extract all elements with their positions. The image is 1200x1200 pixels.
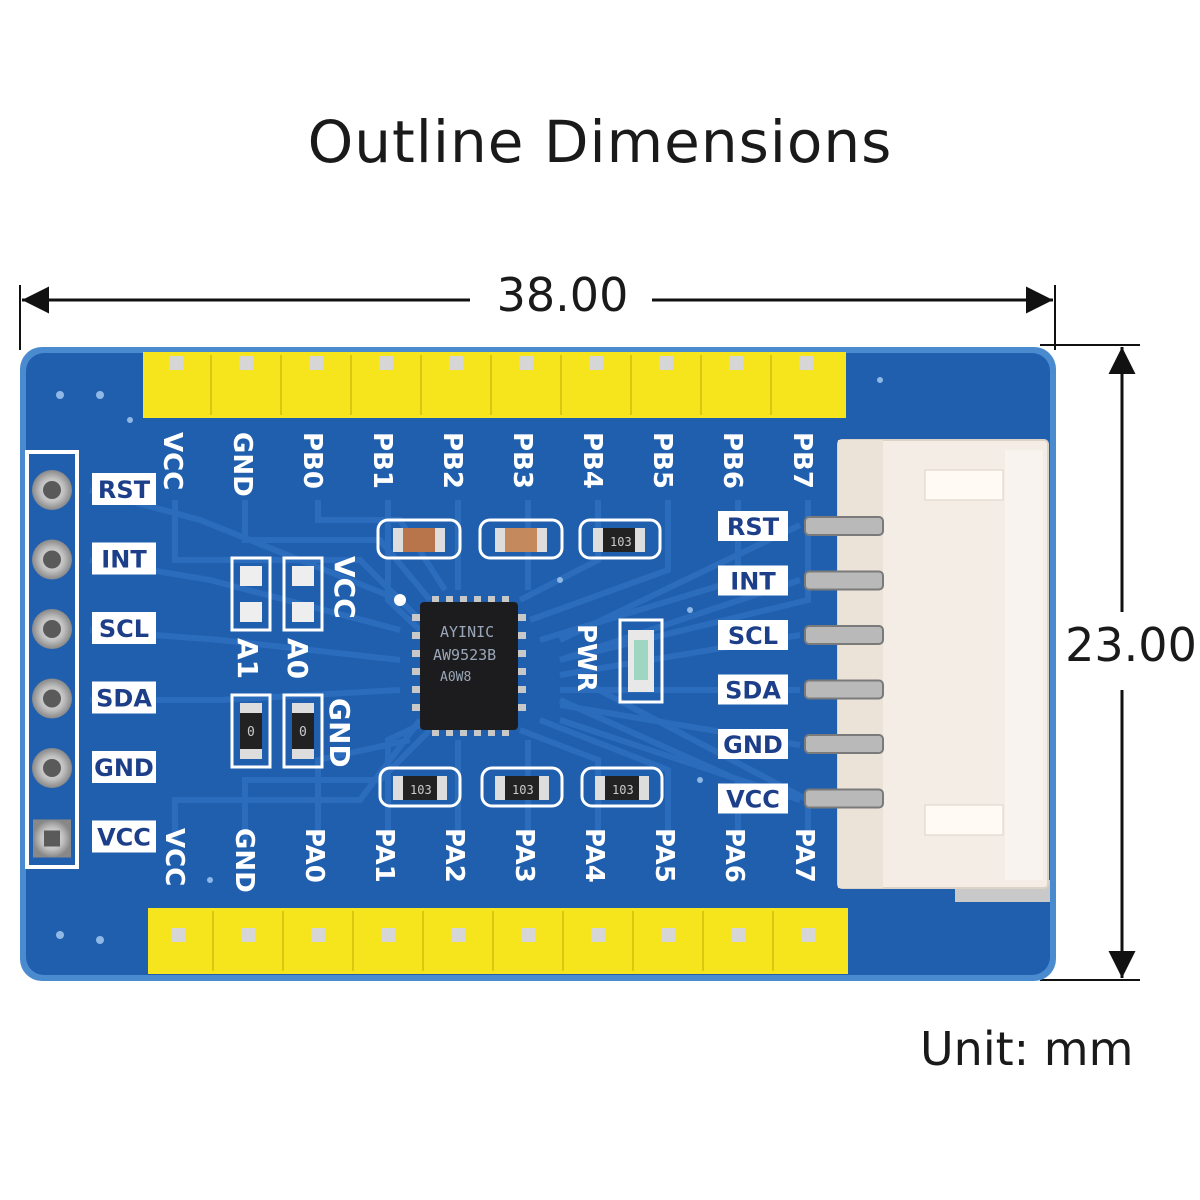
header-pin [379, 356, 393, 370]
resistor-code: 103 [512, 783, 534, 797]
pwr-label: PWR [571, 624, 601, 692]
left-pin-label: GND [94, 754, 154, 782]
chip-part: AW9523B [433, 646, 496, 664]
resistor-code: 103 [610, 535, 632, 549]
bottom-pin-label: PA3 [509, 828, 539, 883]
header-pin [239, 356, 253, 370]
connector-pin-label: SCL [728, 622, 778, 650]
bottom-pin-label: VCC [159, 828, 189, 886]
header-pin [169, 356, 183, 370]
aw9523b-chip: AYINIC AW9523B A0W8 [412, 596, 526, 736]
header-pin [661, 928, 675, 942]
connector-pins [804, 516, 884, 809]
page-title: Outline Dimensions [307, 108, 893, 176]
bottom-pin-label: GND [229, 828, 259, 893]
addr-a1-label: A1 [231, 638, 264, 679]
header-pin [309, 356, 323, 370]
header-pin [729, 356, 743, 370]
header-pin [519, 356, 533, 370]
connector-pin [804, 625, 884, 645]
connector-pin [804, 570, 884, 591]
connector-pin [804, 679, 884, 700]
header-pin [451, 928, 465, 942]
bottom-pin-label: PA2 [439, 828, 469, 883]
header-pin [589, 356, 603, 370]
top-pin-label: GND [227, 432, 257, 497]
top-pin-label: PB1 [367, 432, 397, 489]
bottom-pin-header [148, 908, 848, 974]
bottom-pin-label: PA5 [649, 828, 679, 883]
header-pin [731, 928, 745, 942]
height-dimension [1040, 344, 1140, 981]
header-pin [521, 928, 535, 942]
left-pin-label: VCC [97, 824, 151, 852]
top-pin-label: PB4 [577, 432, 607, 489]
left-pin-label: INT [101, 546, 147, 574]
top-pin-label: PB2 [437, 432, 467, 489]
connector-pin [804, 516, 884, 536]
left-pin-holes [32, 470, 72, 858]
bottom-resistors: 103 103 103 [378, 766, 664, 808]
left-pin-label: SDA [96, 685, 152, 713]
address-jumpers: 0 0 [230, 556, 324, 769]
header-pin [591, 928, 605, 942]
unit-label: Unit: mm [920, 1022, 1134, 1076]
left-pin-label: SCL [99, 615, 149, 643]
header-pin [801, 928, 815, 942]
power-led [618, 618, 664, 704]
jst-connector [837, 439, 1050, 902]
top-resistors: 103 [376, 518, 662, 560]
top-pin-label: PB3 [507, 432, 537, 489]
height-dimension-label: 23.00 [1064, 618, 1198, 672]
bottom-pin-label: PA7 [789, 828, 819, 883]
top-pin-label: VCC [157, 432, 187, 490]
top-pin-header [143, 352, 846, 418]
left-pin-label: RST [98, 476, 151, 504]
header-pin [241, 928, 255, 942]
resistor-code: 0 [299, 725, 307, 740]
connector-pin-label: VCC [726, 786, 780, 814]
connector-pin [804, 788, 884, 809]
addr-vcc-label: VCC [328, 556, 361, 619]
chip-brand: AYINIC [440, 623, 494, 641]
header-pin [659, 356, 673, 370]
resistor-code: 0 [247, 725, 255, 740]
left-header-outline [25, 450, 79, 869]
bottom-pin-label: PA1 [369, 828, 399, 883]
connector-pin-label: RST [727, 513, 780, 541]
bottom-pin-label: PA6 [719, 828, 749, 883]
bottom-pin-label: PA4 [579, 828, 609, 883]
connector-pin-label: SDA [725, 677, 781, 705]
top-pin-label: PB5 [647, 432, 677, 489]
top-pin-label: PB6 [717, 432, 747, 489]
header-pin [449, 356, 463, 370]
header-pin [171, 928, 185, 942]
connector-pin [804, 734, 884, 754]
pcb [26, 353, 1050, 975]
top-pin-label: PB7 [787, 432, 817, 489]
addr-a0-label: A0 [281, 638, 314, 679]
connector-pin-label: GND [723, 731, 783, 759]
header-pin [381, 928, 395, 942]
chip-code: A0W8 [440, 670, 471, 685]
top-pin-label: PB0 [297, 432, 327, 489]
header-pin [799, 356, 813, 370]
width-dimension-label: 38.00 [475, 268, 650, 322]
addr-gnd-label: GND [323, 698, 356, 768]
resistor-code: 103 [410, 783, 432, 797]
width-dimension [19, 285, 1056, 350]
header-pin [311, 928, 325, 942]
resistor-code: 103 [612, 783, 634, 797]
connector-pin-label: INT [730, 568, 776, 596]
bottom-pin-label: PA0 [299, 828, 329, 883]
vias [56, 377, 883, 944]
